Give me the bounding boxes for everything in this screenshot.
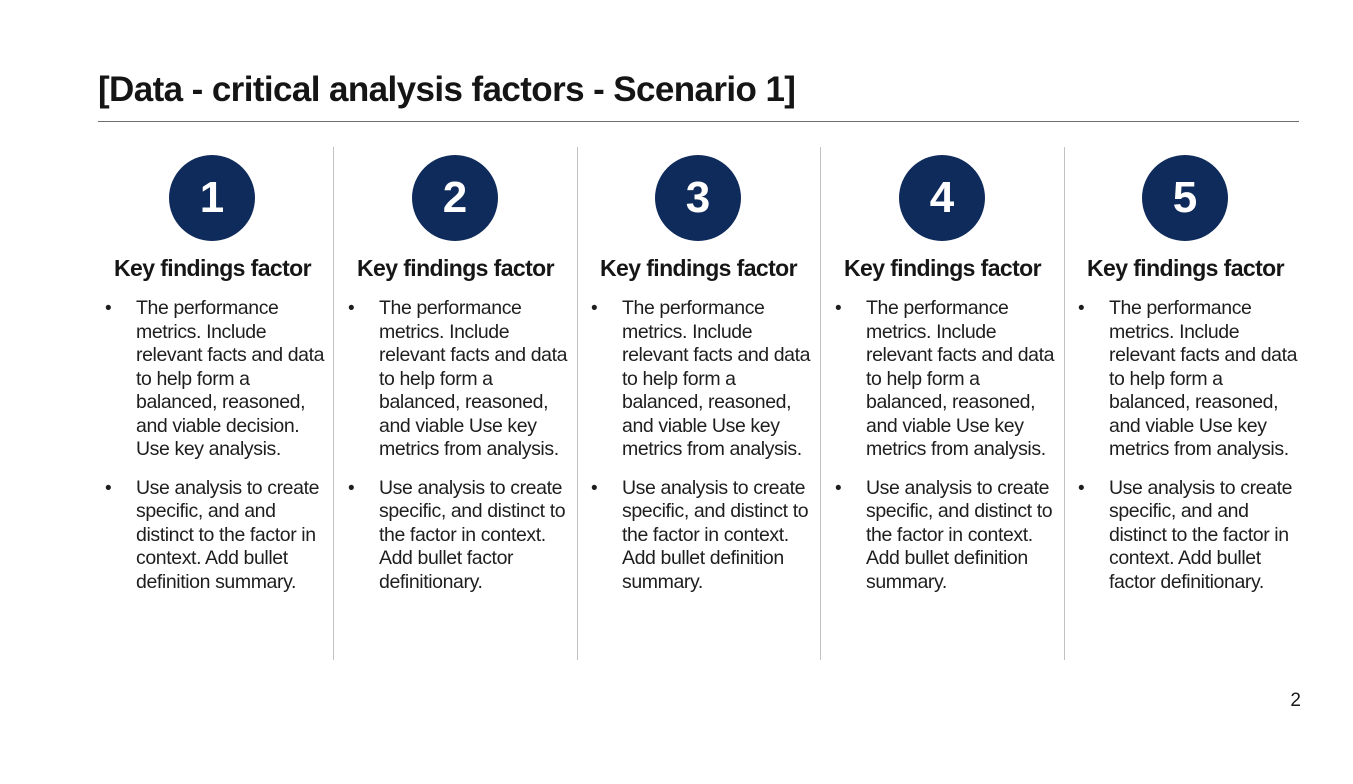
step-number-badge: 1 <box>169 155 255 241</box>
factor-bullet-list: • The performance metrics. Include relev… <box>589 297 815 594</box>
bullet-text: The performance metrics. Include relevan… <box>379 297 568 460</box>
bullet-text: The performance metrics. Include relevan… <box>622 297 811 460</box>
page-number: 2 <box>1290 690 1301 711</box>
bullet-marker: • <box>105 298 112 319</box>
bullet-item: • Use analysis to create specific, and d… <box>346 477 572 595</box>
bullet-item: • The performance metrics. Include relev… <box>589 297 815 462</box>
bullet-item: • The performance metrics. Include relev… <box>1076 297 1302 462</box>
bullet-marker: • <box>348 477 355 499</box>
factor-heading: Key findings factor <box>1087 255 1285 281</box>
bullet-marker: • <box>105 477 112 499</box>
bullet-text: The performance metrics. Include relevan… <box>136 297 325 460</box>
step-number-badge: 5 <box>1142 155 1228 241</box>
bullet-marker: • <box>835 477 842 499</box>
bullet-item: • The performance metrics. Include relev… <box>346 297 572 462</box>
factor-column-4: 4 Key findings factor • The performance … <box>821 147 1064 660</box>
bullet-item: • Use analysis to create specific, and d… <box>589 477 815 595</box>
factor-column-3: 3 Key findings factor • The performance … <box>577 147 820 660</box>
bullet-text: The performance metrics. Include relevan… <box>1109 297 1298 460</box>
factor-column-5: 5 Key findings factor • The performance … <box>1064 147 1307 660</box>
factor-bullet-list: • The performance metrics. Include relev… <box>346 297 572 594</box>
bullet-text: Use analysis to create specific, and dis… <box>866 476 1053 593</box>
step-number-badge: 2 <box>412 155 498 241</box>
factor-column-1: 1 Key findings factor • The performance … <box>91 147 334 660</box>
bullet-marker: • <box>591 298 598 319</box>
bullet-marker: • <box>591 477 598 499</box>
bullet-item: • The performance metrics. Include relev… <box>103 297 329 462</box>
bullet-marker: • <box>348 298 355 319</box>
factor-bullet-list: • The performance metrics. Include relev… <box>103 297 329 594</box>
bullet-text: Use analysis to create specific, and and… <box>1109 476 1293 593</box>
bullet-marker: • <box>835 298 842 319</box>
column-divider <box>1064 147 1065 660</box>
column-divider <box>333 147 334 660</box>
factor-heading: Key findings factor <box>114 255 312 281</box>
factor-heading: Key findings factor <box>600 255 798 281</box>
bullet-text: Use analysis to create specific, and and… <box>136 476 320 593</box>
bullet-item: • Use analysis to create specific, and d… <box>833 477 1059 595</box>
column-divider <box>820 147 821 660</box>
factor-heading: Key findings factor <box>844 255 1042 281</box>
bullet-item: • The performance metrics. Include relev… <box>833 297 1059 462</box>
step-number-badge: 4 <box>899 155 985 241</box>
step-number-badge: 3 <box>655 155 741 241</box>
bullet-text: Use analysis to create specific, and dis… <box>379 476 566 593</box>
factor-column-2: 2 Key findings factor • The performance … <box>334 147 577 660</box>
column-divider <box>577 147 578 660</box>
bullet-text: Use analysis to create specific, and dis… <box>622 476 809 593</box>
slide-title: [Data - critical analysis factors - Scen… <box>98 70 796 109</box>
bullet-item: • Use analysis to create specific, and a… <box>1076 477 1302 595</box>
title-underline <box>98 121 1299 122</box>
bullet-text: The performance metrics. Include relevan… <box>866 297 1055 460</box>
factor-bullet-list: • The performance metrics. Include relev… <box>833 297 1059 594</box>
factor-bullet-list: • The performance metrics. Include relev… <box>1076 297 1302 594</box>
bullet-marker: • <box>1078 477 1085 499</box>
bullet-item: • Use analysis to create specific, and a… <box>103 477 329 595</box>
factor-heading: Key findings factor <box>357 255 555 281</box>
bullet-marker: • <box>1078 298 1085 319</box>
